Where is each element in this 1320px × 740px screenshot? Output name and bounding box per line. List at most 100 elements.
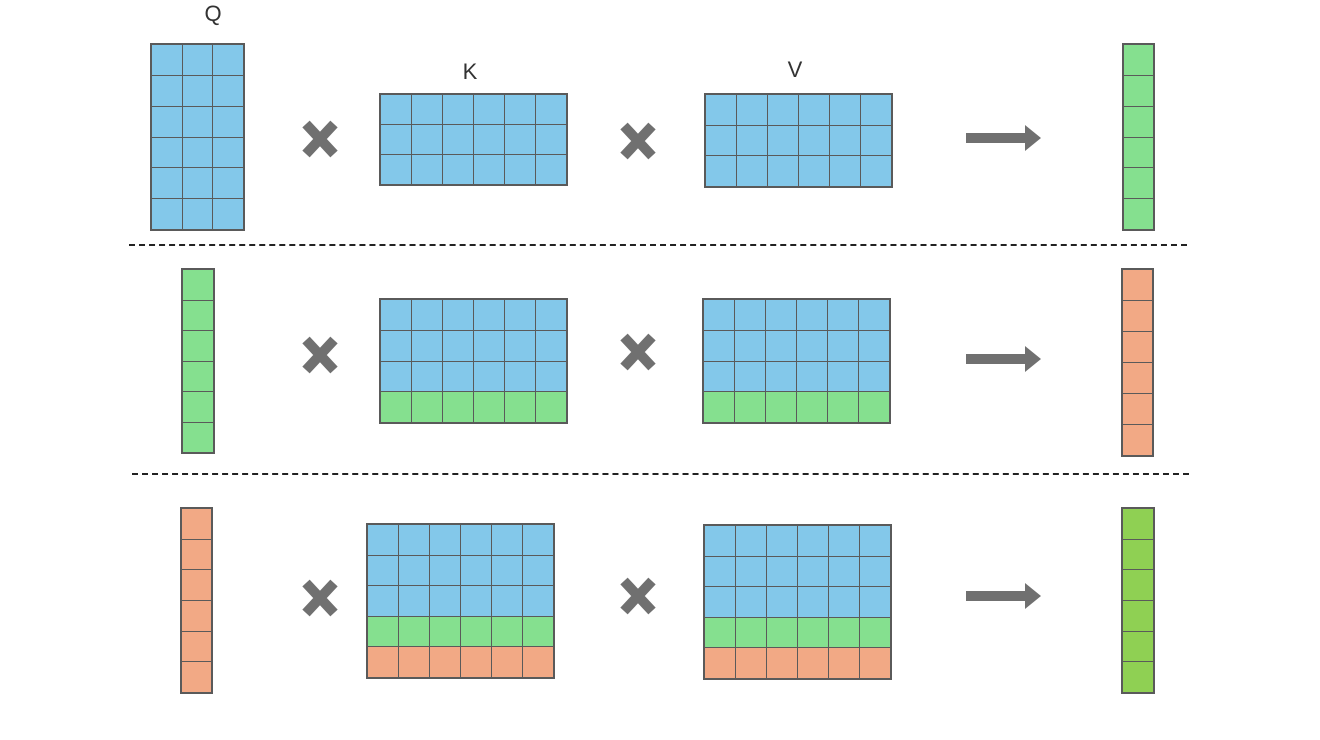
matrix-cell <box>443 330 473 361</box>
matrix-cell <box>860 648 890 678</box>
matrix-cell <box>704 361 734 392</box>
v-matrix <box>703 524 892 680</box>
matrix-cell <box>474 392 504 422</box>
matrix-cell <box>830 156 860 186</box>
output-vector <box>1122 43 1155 231</box>
matrix-cell <box>536 155 566 184</box>
matrix-cell <box>705 648 735 678</box>
matrix-cell <box>766 300 796 330</box>
matrix-cell <box>1124 75 1153 106</box>
matrix-cell <box>705 587 735 617</box>
matrix-cell <box>430 616 460 647</box>
matrix-cell <box>828 330 858 361</box>
k-matrix <box>379 93 568 186</box>
matrix-cell <box>736 526 766 556</box>
matrix-cell <box>797 300 827 330</box>
matrix-cell <box>474 330 504 361</box>
matrix-cell <box>492 586 522 616</box>
matrix-cell <box>182 168 213 199</box>
matrix-cell <box>706 156 736 186</box>
matrix-cell <box>799 125 829 156</box>
matrix-cell <box>536 125 566 154</box>
matrix-cell <box>736 556 766 587</box>
matrix-cell <box>536 300 566 330</box>
matrix-cell <box>828 361 858 392</box>
matrix-cell <box>1123 270 1152 300</box>
matrix-cell <box>182 662 211 692</box>
matrix-cell <box>830 125 860 156</box>
matrix-cell <box>1123 509 1153 539</box>
matrix-cell <box>182 509 211 539</box>
arrow-right-icon <box>966 346 1041 372</box>
matrix-cell <box>213 45 243 75</box>
matrix-cell <box>829 617 859 648</box>
matrix-cell <box>430 525 460 555</box>
k-matrix <box>379 298 568 424</box>
matrix-cell <box>735 300 765 330</box>
matrix-cell <box>152 75 182 106</box>
matrix-cell <box>767 587 797 617</box>
matrix-cell <box>474 155 504 184</box>
matrix-cell <box>399 525 429 555</box>
matrix-cell <box>705 526 735 556</box>
matrix-cell <box>829 648 859 678</box>
matrix-cell <box>768 95 798 125</box>
matrix-cell <box>1123 332 1152 362</box>
matrix-cell <box>797 361 827 392</box>
matrix-cell <box>523 616 553 647</box>
matrix-cell <box>768 125 798 156</box>
matrix-cell <box>1123 539 1153 570</box>
matrix-cell <box>705 617 735 648</box>
matrix-cell <box>412 330 442 361</box>
matrix-cell <box>152 45 182 75</box>
matrix-cell <box>399 616 429 647</box>
matrix-cell <box>860 556 890 587</box>
matrix-cell <box>213 168 243 199</box>
q-vector <box>181 268 215 454</box>
matrix-cell <box>412 95 442 124</box>
matrix-cell <box>1123 662 1153 692</box>
matrix-cell <box>399 586 429 616</box>
matrix-cell <box>1123 363 1152 393</box>
matrix-cell <box>183 331 213 361</box>
matrix-cell <box>399 647 429 677</box>
v-matrix <box>702 298 891 424</box>
matrix-cell <box>860 617 890 648</box>
matrix-cell <box>183 392 213 422</box>
matrix-cell <box>461 586 491 616</box>
matrix-cell <box>798 556 828 587</box>
q-matrix <box>150 43 245 231</box>
matrix-cell <box>797 392 827 422</box>
matrix-cell <box>381 361 411 392</box>
multiply-icon <box>620 122 656 160</box>
matrix-cell <box>766 361 796 392</box>
matrix-cell <box>152 137 182 168</box>
matrix-cell <box>737 95 767 125</box>
matrix-cell <box>704 392 734 422</box>
matrix-cell <box>829 526 859 556</box>
matrix-cell <box>523 525 553 555</box>
matrix-cell <box>829 556 859 587</box>
multiply-icon <box>620 577 656 615</box>
matrix-cell <box>381 125 411 154</box>
matrix-cell <box>443 361 473 392</box>
matrix-cell <box>492 647 522 677</box>
matrix-cell <box>183 300 213 330</box>
matrix-cell <box>430 586 460 616</box>
q-label: Q <box>204 1 222 26</box>
matrix-cell <box>1123 600 1153 631</box>
matrix-cell <box>735 361 765 392</box>
matrix-cell <box>443 392 473 422</box>
matrix-cell <box>1123 570 1153 600</box>
matrix-cell <box>735 392 765 422</box>
matrix-cell <box>213 75 243 106</box>
matrix-cell <box>412 155 442 184</box>
matrix-cell <box>381 300 411 330</box>
matrix-cell <box>492 616 522 647</box>
matrix-cell <box>799 156 829 186</box>
matrix-cell <box>766 392 796 422</box>
matrix-cell <box>182 570 211 600</box>
multiply-icon <box>302 579 338 617</box>
matrix-cell <box>859 330 889 361</box>
